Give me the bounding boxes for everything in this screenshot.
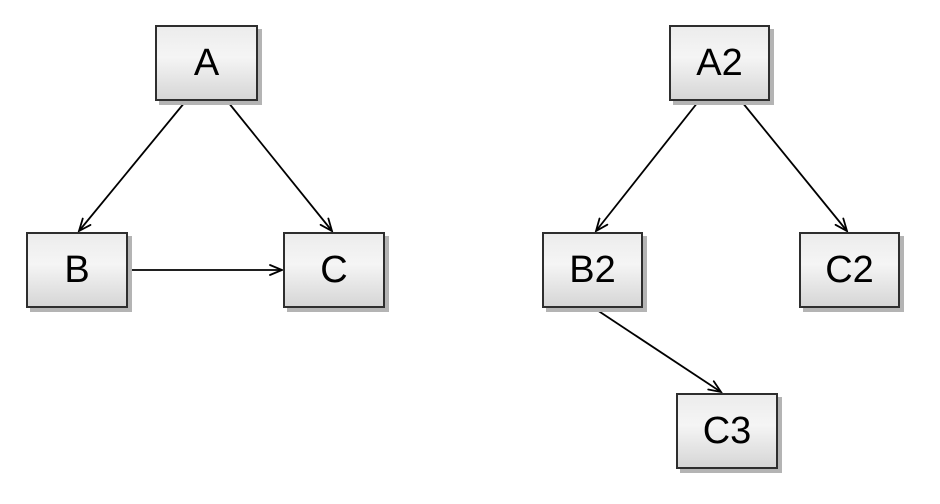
node-label-C2: C2 (825, 249, 874, 291)
node-label-C: C (320, 249, 348, 291)
node-A2[interactable]: A2 (669, 25, 770, 101)
node-label-B2: B2 (569, 249, 616, 291)
node-label-C3: C3 (702, 410, 752, 452)
node-B2[interactable]: B2 (542, 232, 643, 308)
node-C[interactable]: C (283, 232, 385, 308)
node-C2[interactable]: C2 (799, 232, 900, 308)
node-label-A2: A2 (696, 42, 743, 84)
node-A[interactable]: A (155, 25, 258, 101)
node-B[interactable]: B (26, 232, 128, 308)
node-label-B: B (64, 249, 90, 291)
node-C3[interactable]: C3 (676, 393, 778, 469)
node-label-A: A (193, 42, 220, 84)
